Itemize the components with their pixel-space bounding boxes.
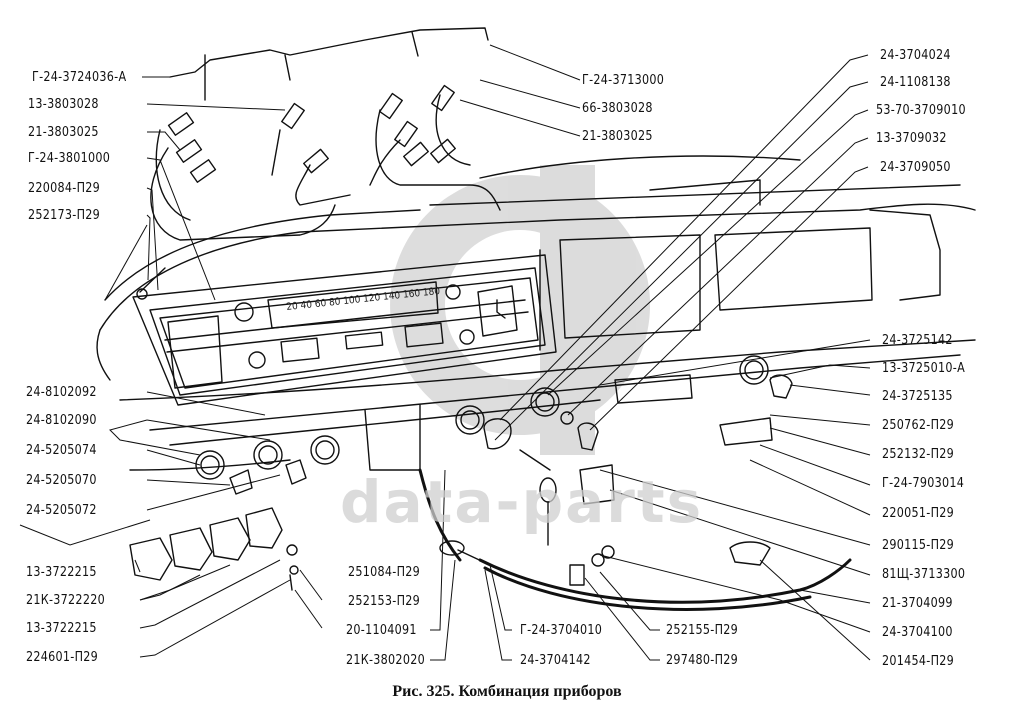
- label-top-2: 21-3803025: [582, 128, 653, 144]
- relay-switch: [719, 417, 773, 446]
- label-left-4: 220084-П29: [28, 180, 101, 196]
- indicator-lamp-right: [459, 329, 475, 345]
- label-left-13: 13-3722215: [26, 620, 97, 636]
- label-right-5: 24-3725142: [882, 332, 953, 348]
- label-top-1: 66-3803028: [582, 100, 653, 116]
- label-bottom-7: 297480-П29: [666, 652, 739, 668]
- label-right-13: 81Щ-3713300: [882, 566, 966, 582]
- ignition-key: [519, 449, 557, 546]
- label-bottom-6: 252155-П29: [666, 622, 739, 638]
- warning-lamp-top-right: [445, 284, 461, 300]
- oil-pressure-gauge: [404, 322, 444, 348]
- label-left-10: 24-5205072: [26, 502, 97, 518]
- watermark-text: data-parts: [340, 468, 704, 536]
- label-bottom-0: 251084-П29: [348, 564, 421, 580]
- label-right-1: 24-1108138: [880, 74, 951, 90]
- cigarette-lighter: [530, 387, 599, 451]
- label-left-1: 13-3803028: [28, 96, 99, 112]
- label-bottom-3: 21К-3802020: [346, 652, 425, 668]
- dashboard-body: [96, 155, 976, 471]
- speedometer: [267, 281, 439, 329]
- wiring-harness: [150, 27, 501, 241]
- label-left-7: 24-8102090: [26, 412, 97, 428]
- label-right-16: 201454-П29: [882, 653, 955, 669]
- screw: [136, 267, 166, 300]
- label-left-3: Г-24-3801000: [28, 150, 111, 166]
- figure-caption: Рис. 325. Комбинация приборов: [392, 683, 622, 700]
- label-left-6: 24-8102092: [26, 384, 97, 400]
- panel-lamp: [739, 355, 793, 399]
- relay-blocks: [129, 507, 299, 591]
- connectors: [167, 84, 456, 183]
- label-left-11: 13-3722215: [26, 564, 97, 580]
- switch-knobs: [195, 435, 340, 495]
- voltmeter: [280, 337, 320, 363]
- cable-fittings: [439, 540, 771, 586]
- label-right-7: 24-3725135: [882, 388, 953, 404]
- label-right-2: 53-70-3709010: [876, 102, 966, 118]
- label-right-6: 13-3725010-А: [882, 360, 965, 376]
- label-left-0: Г-24-3724036-А: [32, 69, 127, 85]
- label-left-2: 21-3803025: [28, 124, 99, 140]
- label-right-11: 220051-П29: [882, 505, 955, 521]
- label-right-4: 24-3709050: [880, 159, 951, 175]
- fuel-temp-gauge: [167, 315, 223, 389]
- label-right-8: 250762-П29: [882, 417, 955, 433]
- watermark-logo: [390, 165, 651, 455]
- small-bracket: [579, 464, 615, 505]
- label-top-0: Г-24-3713000: [582, 72, 665, 88]
- label-bottom-1: 252153-П29: [348, 593, 421, 609]
- instrument-cluster-housing: [132, 254, 557, 406]
- indicator-lamp-left: [248, 351, 266, 369]
- label-right-10: Г-24-7903014: [882, 475, 965, 491]
- label-left-5: 252173-П29: [28, 207, 101, 223]
- label-left-14: 224601-П29: [26, 649, 99, 665]
- label-right-3: 13-3709032: [876, 130, 947, 146]
- label-left-9: 24-5205070: [26, 472, 97, 488]
- label-left-12: 21К-3722220: [26, 592, 105, 608]
- label-right-12: 290115-П29: [882, 537, 955, 553]
- label-right-15: 24-3704100: [882, 624, 953, 640]
- label-bottom-5: 24-3704142: [520, 652, 591, 668]
- label-bottom-2: 20-1104091: [346, 622, 417, 638]
- label-bottom-4: Г-24-3704010: [520, 622, 603, 638]
- clock: [477, 285, 518, 337]
- speedometer-cable: [418, 468, 852, 611]
- odometer: [344, 331, 384, 350]
- label-right-0: 24-3704024: [880, 47, 951, 63]
- label-right-14: 21-3704099: [882, 595, 953, 611]
- leader-lines: [19, 44, 871, 661]
- warning-lamp-t: [234, 302, 254, 322]
- label-right-9: 252132-П29: [882, 446, 955, 462]
- label-left-8: 24-5205074: [26, 442, 97, 458]
